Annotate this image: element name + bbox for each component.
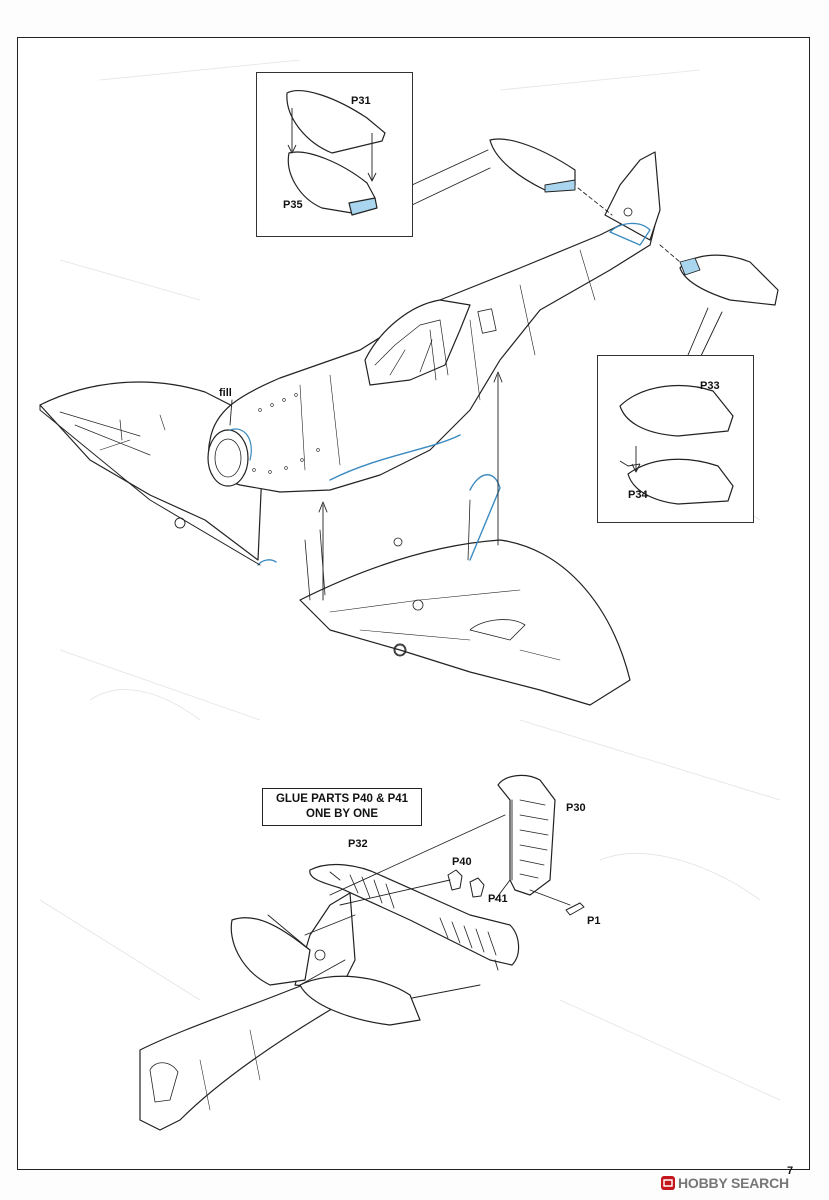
rear-fuselage <box>139 974 346 1131</box>
stabilizer-right-part <box>679 254 779 306</box>
right-wing <box>299 539 631 706</box>
label-p34: P34 <box>628 489 648 501</box>
glue-note-line1: GLUE PARTS P40 & P41 <box>275 793 409 805</box>
label-fill: fill <box>219 387 232 399</box>
left-wing <box>39 381 263 561</box>
watermark: HOBBY SEARCH <box>661 1173 789 1193</box>
callout-p31-p35 <box>256 72 413 237</box>
elevator-p32 <box>309 864 520 966</box>
callout-p33-p34-drawing <box>619 384 734 505</box>
callout-p31-p35-drawing <box>286 90 386 216</box>
watermark-text: HOBBY SEARCH <box>678 1175 789 1191</box>
rudder-p30 <box>497 774 556 896</box>
hobby-search-logo-icon <box>661 1176 675 1190</box>
label-p32: P32 <box>348 838 368 850</box>
label-p31: P31 <box>351 95 371 107</box>
label-p35: P35 <box>283 199 303 211</box>
page-number: 7 <box>787 1165 794 1177</box>
stabilizer-left-lower <box>230 917 311 986</box>
part-p40 <box>447 869 463 891</box>
glue-note: GLUE PARTS P40 & P41 ONE BY ONE <box>262 788 422 826</box>
tail-fin <box>604 151 661 241</box>
part-p1 <box>565 902 585 916</box>
glue-note-line2: ONE BY ONE <box>306 808 378 820</box>
label-p1: P1 <box>587 915 601 927</box>
cockpit <box>364 299 471 386</box>
part-p41 <box>469 877 485 898</box>
label-p40: P40 <box>452 856 472 868</box>
callout-p33-p34 <box>597 355 754 523</box>
label-p33: P33 <box>700 380 720 392</box>
label-p30: P30 <box>566 802 586 814</box>
stabilizer-right-lower <box>299 975 421 1026</box>
label-p41: P41 <box>488 893 508 905</box>
stabilizer-left-part <box>489 138 576 191</box>
